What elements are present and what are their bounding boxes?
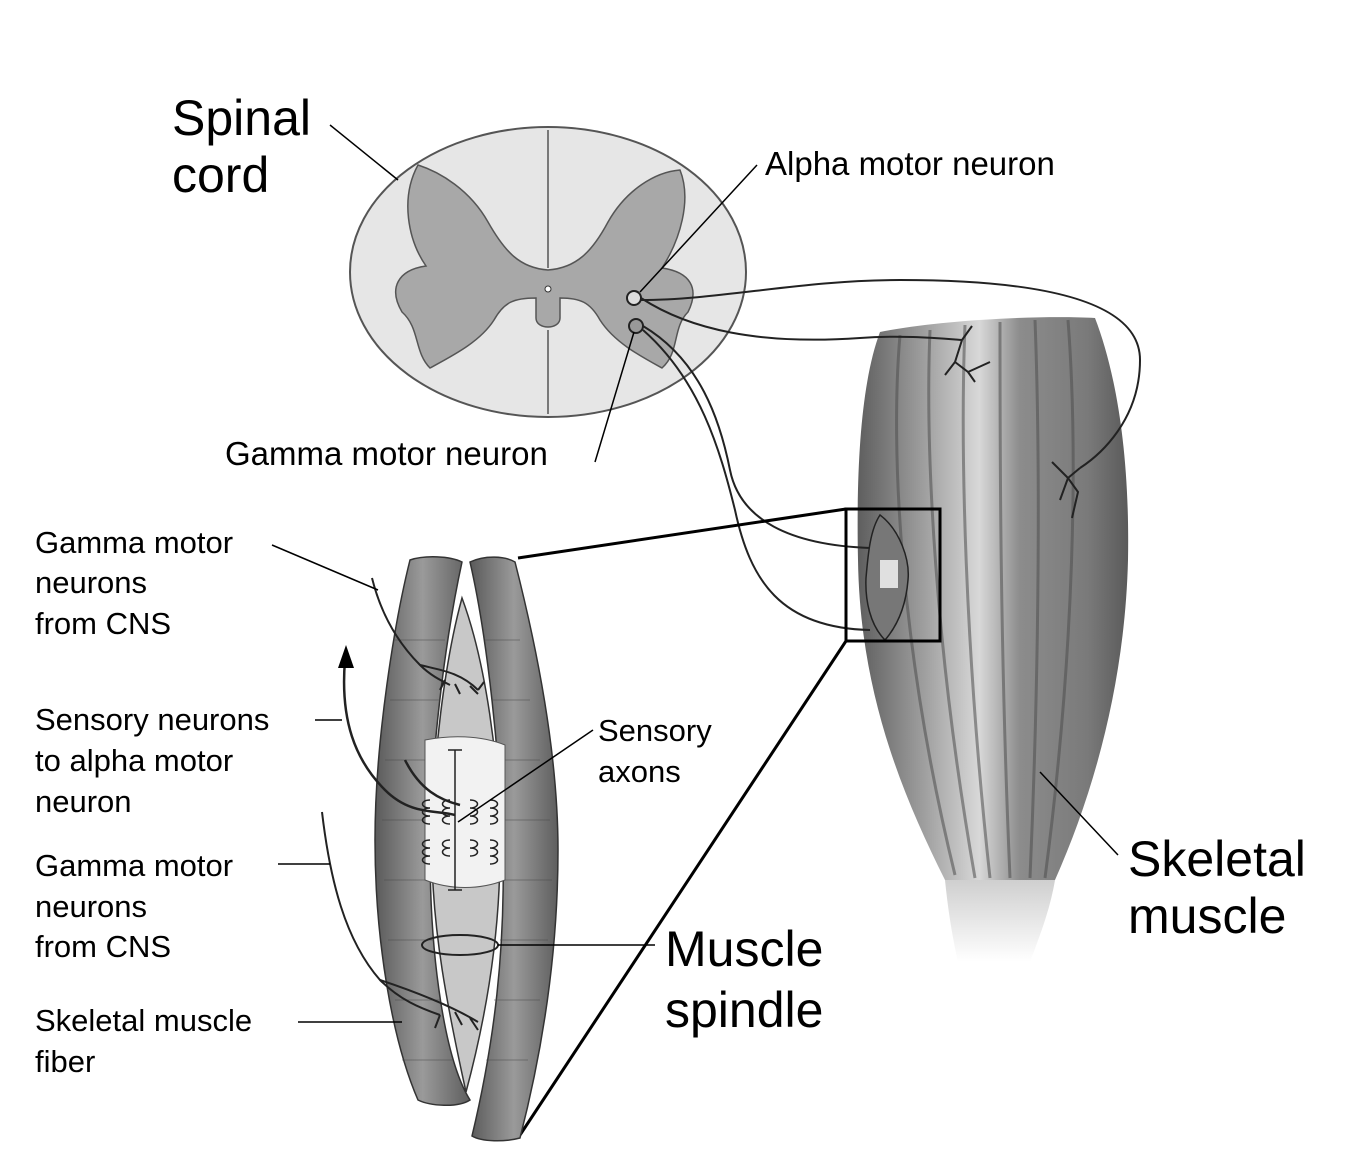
label-spinal-cord-line1: Spinal: [172, 90, 311, 146]
gamma-nerve-bottom-spindle: [321, 811, 479, 1031]
label-sensory-neurons-line3: neuron: [35, 784, 132, 819]
label-sensory-axons-line1: Sensory: [598, 713, 712, 748]
zoom-line-bottom: [518, 640, 848, 1136]
label-gamma-bottom-line2: neurons: [35, 889, 147, 924]
gamma-motor-neuron-body: [628, 318, 644, 334]
label-sensory-axons-line2: axons: [598, 754, 681, 789]
leader-gamma-top: [271, 544, 379, 591]
nerve-fibers: [640, 278, 1142, 631]
label-gamma-top-line2: neurons: [35, 565, 147, 600]
gamma-nerve-top-spindle: [371, 577, 485, 695]
spinal-cord-gray-matter: [395, 164, 694, 369]
leader-alpha-motor-neuron: [639, 164, 758, 293]
gamma-axon-to-spindle-bottom: [642, 329, 871, 631]
leader-spinal-cord: [329, 124, 399, 181]
alpha-axon-to-muscle-side: [640, 278, 1142, 469]
label-skeletal-muscle-fiber-line2: fiber: [35, 1044, 95, 1079]
text-labels: Spinal cord Alpha motor neuron Gamma mot…: [35, 90, 1306, 1079]
label-sensory-neurons-line2: to alpha motor: [35, 743, 233, 778]
fiber-striations: [382, 639, 552, 1061]
leader-sensory-axons: [457, 729, 594, 823]
spinal-cord: [349, 126, 747, 418]
label-gamma-top-line3: from CNS: [35, 606, 171, 641]
label-spinal-cord-line2: cord: [172, 147, 269, 203]
alpha-motor-neuron-body: [626, 290, 642, 306]
skeletal-muscle-tendon: [945, 880, 1055, 962]
label-gamma-bottom-line3: from CNS: [35, 929, 171, 964]
label-sensory-neurons-line1: Sensory neurons: [35, 702, 269, 737]
label-muscle-spindle-line1: Muscle: [665, 921, 823, 977]
motor-end-plate-top: [944, 325, 991, 383]
motor-end-plate-side: [1051, 461, 1081, 519]
alpha-axon-to-muscle-top: [640, 297, 963, 341]
leader-skeletal-muscle: [1039, 771, 1119, 856]
gamma-axon-to-spindle-top: [642, 325, 871, 549]
label-gamma-motor-neuron: Gamma motor neuron: [225, 435, 548, 472]
enlarged-spindle: [321, 556, 559, 1142]
label-skeletal-muscle-line2: muscle: [1128, 888, 1286, 944]
skeletal-muscle: [857, 317, 1129, 962]
leader-lines: [271, 124, 1119, 1023]
label-gamma-top-line1: Gamma motor: [35, 525, 233, 560]
zoom-line-top: [517, 507, 847, 560]
sensory-neuron-fiber: [342, 659, 461, 817]
spindle-miniature-center: [880, 560, 898, 588]
intrafusal-center: [424, 736, 506, 888]
label-gamma-bottom-line1: Gamma motor: [35, 848, 233, 883]
spindle-inset: [844, 507, 942, 643]
label-skeletal-muscle-line1: Skeletal: [1128, 831, 1306, 887]
label-skeletal-muscle-fiber-line1: Skeletal muscle: [35, 1003, 252, 1038]
central-canal: [544, 285, 552, 293]
muscle-striations: [895, 319, 1075, 879]
label-alpha-motor-neuron: Alpha motor neuron: [765, 145, 1055, 182]
spindle-inset-box: [844, 507, 942, 643]
sensory-direction-arrow: [338, 645, 354, 668]
label-muscle-spindle-line2: spindle: [665, 982, 823, 1038]
extrafusal-fiber-left: [374, 556, 472, 1106]
leader-gamma-motor-neuron: [594, 331, 635, 463]
